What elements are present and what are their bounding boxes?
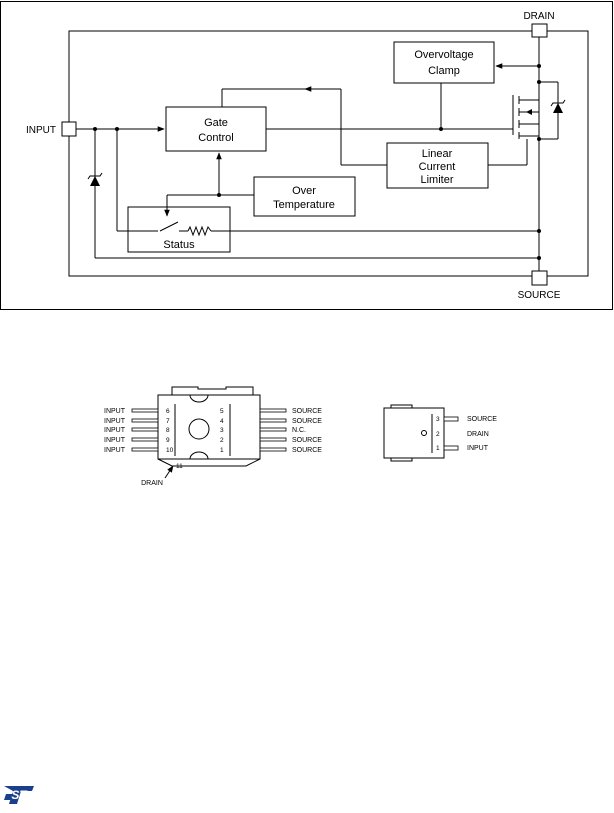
right-pin-label: SOURCE [292, 447, 322, 454]
drain-terminal [531, 23, 548, 38]
pin-label: INPUT [467, 445, 489, 452]
left-pin-number: 10 [166, 447, 174, 454]
right-pin-number: 4 [220, 418, 224, 425]
right-pin-number: 5 [220, 408, 224, 415]
limiter-line2: Current [419, 161, 456, 173]
pin3-source: 3 SOURCE [436, 416, 497, 423]
right-pin-number: 3 [220, 427, 224, 434]
right-pin-number: 1 [220, 447, 224, 454]
logo-text: ST [11, 788, 28, 802]
limiter-line1: Linear [422, 148, 453, 160]
mounting-hole [188, 418, 210, 440]
package-3-lead: 3 SOURCE 2 DRAIN 1 INPUT [383, 404, 497, 462]
over-temperature-block [253, 176, 356, 217]
left-pin-3: INPUT 8 [104, 427, 170, 434]
linear-current-limiter-block [386, 142, 489, 189]
pin-label: DRAIN [467, 431, 489, 438]
left-pin-label: INPUT [104, 418, 126, 425]
input-terminal [61, 121, 77, 137]
right-pin-2: 4 SOURCE [220, 418, 322, 425]
left-pin-row: INPUT 6 INPUT 7 INPUT 8 INPUT 9 INPUT [104, 408, 174, 454]
diagram-frame [0, 1, 613, 310]
device-outline [68, 30, 589, 277]
left-pin-2: INPUT 7 [104, 418, 170, 425]
left-pin-number: 7 [166, 418, 170, 425]
left-pin-label: INPUT [104, 437, 126, 444]
left-pin-label: INPUT [104, 447, 126, 454]
overvoltage-clamp-line2: Clamp [428, 65, 460, 77]
pin-number: 3 [436, 416, 440, 423]
package-10-lead: INPUT 6 INPUT 7 INPUT 8 INPUT 9 INPUT [104, 386, 322, 487]
left-pin-number: 9 [166, 437, 170, 444]
st-logo: ST [4, 786, 34, 804]
input-zener-diode-icon [87, 172, 103, 186]
over-temp-line1: Over [292, 185, 316, 197]
limiter-line3: Limiter [420, 174, 453, 186]
right-pin-1: 5 SOURCE [220, 408, 322, 415]
pin-number: 2 [436, 431, 440, 438]
power-mosfet-icon [512, 81, 566, 140]
right-pin-row: 5 SOURCE 4 SOURCE 3 N.C. 2 SOURCE 1 [220, 408, 322, 454]
source-terminal-label: SOURCE [518, 290, 561, 301]
right-pin-label: SOURCE [292, 418, 322, 425]
right-pin-label: SOURCE [292, 437, 322, 444]
right-pin-label: SOURCE [292, 408, 322, 415]
left-pin-label: INPUT [104, 427, 126, 434]
left-pin-5: INPUT 10 [104, 447, 174, 454]
pin-label: SOURCE [467, 416, 497, 423]
gate-control-line2: Control [198, 132, 233, 144]
left-pin-number: 8 [166, 427, 170, 434]
overvoltage-clamp-line1: Overvoltage [414, 49, 473, 61]
input-terminal-label: INPUT [26, 125, 56, 136]
tab-drain-label: DRAIN [141, 480, 163, 487]
gate-control-block [165, 106, 267, 152]
left-pin-4: INPUT 9 [104, 437, 170, 444]
right-pin-5: 1 SOURCE [220, 447, 322, 454]
left-pin-number: 6 [166, 408, 170, 415]
pin-number: 1 [436, 445, 440, 452]
drain-terminal-label: DRAIN [523, 11, 554, 22]
tab-pin-number: 11 [176, 463, 183, 470]
right-pin-label: N.C. [292, 427, 306, 434]
pin2-drain: 2 DRAIN [436, 431, 489, 438]
right-pin-3: 3 N.C. [220, 427, 306, 434]
pin1-input: 1 INPUT [436, 445, 489, 452]
left-pin-label: INPUT [104, 408, 126, 415]
overvoltage-clamp-block [393, 41, 495, 84]
gate-control-line1: Gate [204, 117, 228, 129]
source-terminal [531, 270, 548, 286]
status-label: Status [163, 239, 195, 251]
left-pin-1: INPUT 6 [104, 408, 170, 415]
package-body [383, 407, 445, 459]
block-diagram: DRAIN INPUT SOURCE Overvoltage Clamp Gat… [0, 1, 613, 310]
status-block [127, 206, 231, 253]
over-temp-line2: Temperature [273, 199, 335, 211]
right-pin-number: 2 [220, 437, 224, 444]
wiring [76, 37, 540, 271]
right-pin-4: 2 SOURCE [220, 437, 322, 444]
